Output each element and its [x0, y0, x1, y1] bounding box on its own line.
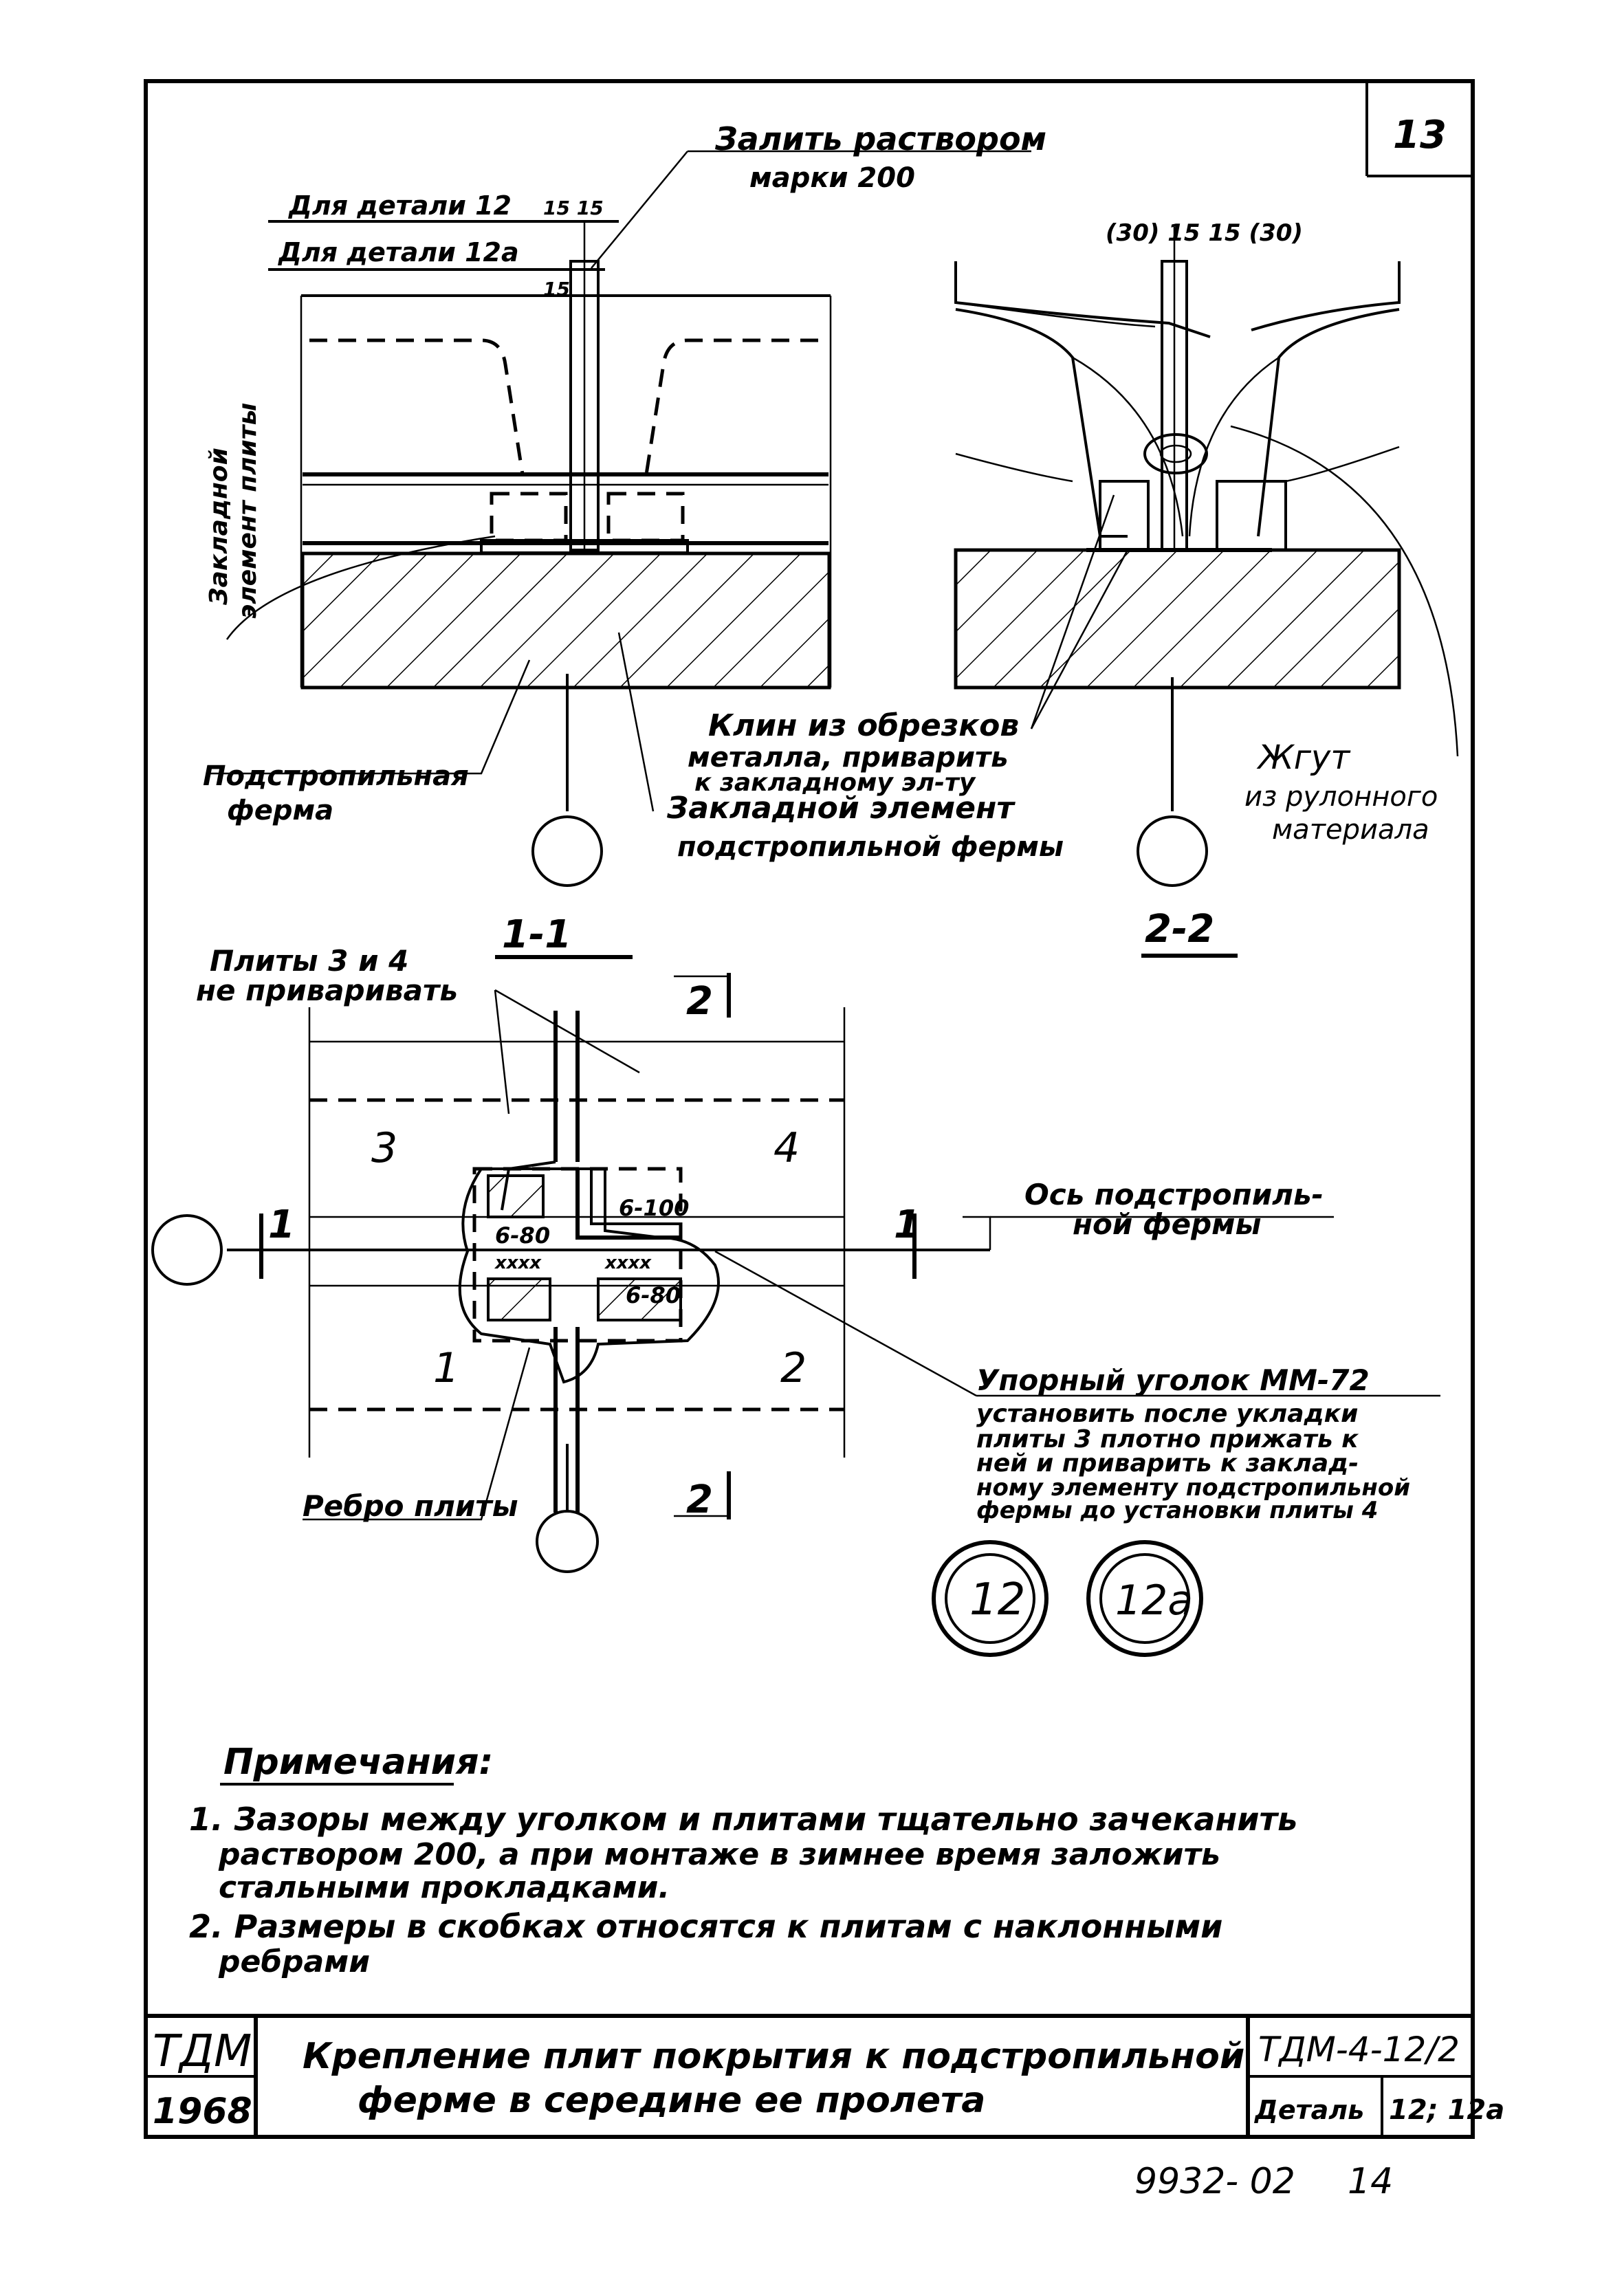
label-cord-line3: материала — [1272, 814, 1429, 846]
note-1-line3: стальными прокладками. — [219, 1870, 670, 1905]
section-2-2-dims: (30) 15 15 (30) — [1106, 219, 1303, 247]
plan-weld-6-100: 6-100 — [619, 1195, 689, 1221]
plan-angle-title: Упорный уголок ММ-72 — [976, 1363, 1370, 1397]
label-embedded-truss: Закладной элемент — [666, 791, 1016, 826]
plan-angle-line1: установить после укладки — [976, 1400, 1358, 1428]
plan-drawing — [151, 973, 1440, 1573]
plan-weld-6-80-a: 6-80 — [495, 1222, 550, 1249]
plan-cut-2-bottom: 2 — [686, 1478, 713, 1522]
dim-value-detail-12a: 15 — [543, 278, 570, 300]
label-embedded-truss-line2: подстропильной фермы — [677, 831, 1064, 863]
callout-fill-mortar: Залить раствором — [714, 120, 1046, 157]
dim-label-detail-12: Для детали 12 — [288, 190, 512, 221]
label-cord-line2: из рулонного — [1244, 781, 1438, 813]
title-block-org: ТДМ — [153, 2026, 252, 2077]
plan-weld-marks-b: xxxx — [604, 1253, 652, 1273]
plan-angle-line5: фермы до установки плиты 4 — [976, 1497, 1378, 1524]
plan-axis-label-line2: ной фермы — [1073, 1207, 1261, 1241]
note-1-line2: раствором 200, а при монтаже в зимнее вр… — [218, 1837, 1220, 1872]
note-2-line1: 2. Размеры в скобках относятся к плитам … — [189, 1908, 1222, 1945]
title-block-detail-value: 12; 12а — [1389, 2094, 1504, 2126]
notes-title: Примечания: — [223, 1742, 493, 1783]
section-1-1-drawing — [206, 150, 1031, 959]
label-truss: Подстропильная — [203, 760, 469, 792]
detail-12a-label: 12а — [1115, 1577, 1193, 1625]
plan-angle-line4: ному элементу подстропильной — [976, 1474, 1410, 1502]
sheet-frame — [144, 79, 1475, 2139]
plan-cut-1-left: 1 — [268, 1203, 295, 1247]
title-block — [146, 2014, 1473, 2137]
sheet-number: 13 — [1393, 113, 1447, 157]
plan-cut-2-top: 2 — [686, 979, 713, 1024]
plan-angle-line3: ней и приварить к заклад- — [976, 1449, 1359, 1478]
plan-cut-1-right: 1 — [894, 1203, 921, 1247]
label-wedge-line3: к закладному эл-ту — [694, 769, 976, 797]
section-2-2-drawing — [954, 227, 1459, 958]
note-2-line2: ребрами — [218, 1944, 370, 1979]
plan-plate-1: 1 — [433, 1344, 459, 1392]
title-block-title-line1: Крепление плит покрытия к подстропильной — [303, 2036, 1244, 2077]
detail-12a-marker — [1086, 1540, 1203, 1657]
plan-plates-note: Плиты 3 и 4 — [210, 944, 408, 978]
label-embedded-plate: Закладной элемент плиты — [205, 403, 262, 619]
plan-axis-label: Ось подстропиль- — [1024, 1178, 1324, 1211]
plan-weld-6-80-b: 6-80 — [626, 1282, 681, 1308]
label-cord: Жгут — [1256, 738, 1351, 777]
plan-plates-note-line2: не приваривать — [196, 974, 458, 1007]
label-embedded-plate-line1: Закладной — [205, 448, 233, 606]
bottom-archive-number: 9932- 02 — [1134, 2161, 1295, 2202]
plan-plate-3: 3 — [371, 1124, 397, 1172]
bottom-page-number: 14 — [1348, 2161, 1393, 2202]
plan-rib-label: Ребро плиты — [303, 1489, 518, 1523]
label-embedded-plate-line2: элемент плиты — [234, 403, 262, 619]
title-block-doc-code: ТДМ-4-12/2 — [1258, 2030, 1460, 2069]
callout-fill-mortar-grade: марки 200 — [749, 162, 915, 194]
title-block-detail-label: Деталь — [1254, 2095, 1364, 2125]
section-label-2-2: 2-2 — [1145, 907, 1214, 952]
dim-label-detail-12a: Для детали 12а — [278, 237, 519, 267]
plan-weld-marks-a: xxxx — [494, 1253, 542, 1273]
label-wedge: Клин из обрезков — [708, 708, 1019, 743]
note-1-line1: 1. Зазоры между уголком и плитами тщател… — [189, 1801, 1297, 1838]
title-block-year: 1968 — [153, 2091, 252, 2132]
title-block-title-line2: ферме в середине ее пролета — [358, 2080, 985, 2121]
label-truss-line2: ферма — [227, 795, 333, 826]
detail-12-label: 12 — [969, 1574, 1025, 1625]
dim-value-detail-12: 15 15 — [543, 197, 604, 219]
detail-12-marker — [932, 1540, 1049, 1657]
plan-angle-line2: плиты 3 плотно прижать к — [976, 1425, 1359, 1453]
plan-plate-4: 4 — [773, 1124, 800, 1172]
plan-plate-2: 2 — [780, 1344, 806, 1392]
section-label-1-1: 1-1 — [502, 912, 571, 957]
label-wedge-line2: металла, приварить — [688, 742, 1008, 773]
